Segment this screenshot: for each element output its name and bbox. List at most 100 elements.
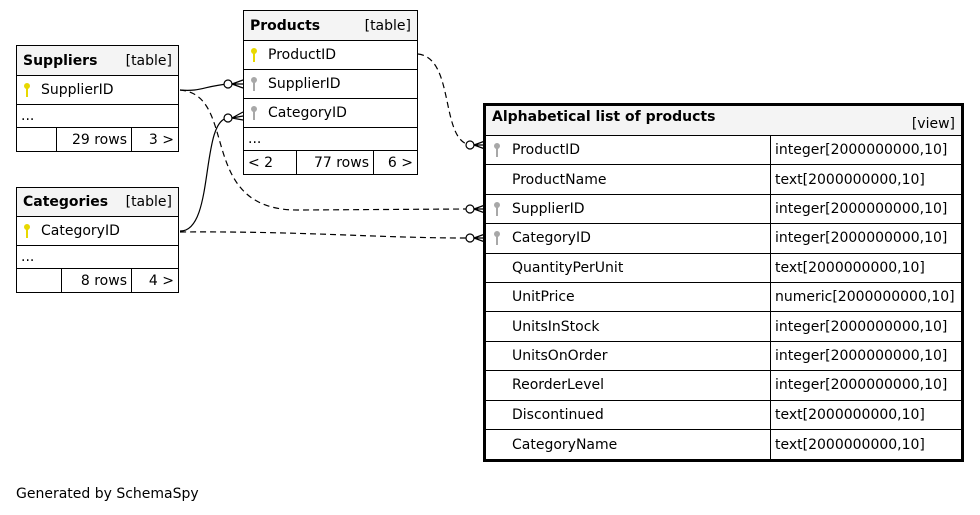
primary-key-icon bbox=[17, 223, 37, 239]
suppliers-footer: 29 rows 3 > bbox=[17, 128, 178, 151]
categories-header: Categories [table] bbox=[17, 188, 178, 217]
view-columns: ProductID integer[2000000000,10] ProductNa… bbox=[486, 136, 961, 460]
suppliers-more: ... bbox=[17, 105, 178, 128]
view-column-row[interactable]: CategoryID integer[2000000000,10] bbox=[486, 224, 961, 254]
view-column-name-cell: ReorderLevel bbox=[486, 371, 771, 400]
products-column-name: SupplierID bbox=[268, 76, 341, 92]
view-column-row[interactable]: UnitsInStock integer[2000000000,10] bbox=[486, 312, 961, 342]
categories-name: Categories bbox=[23, 194, 109, 210]
products-column-row[interactable]: CategoryID bbox=[244, 99, 417, 128]
link-categories-view bbox=[179, 231, 467, 239]
view-column-type: integer[2000000000,10] bbox=[775, 230, 948, 247]
foreign-key-icon bbox=[244, 76, 264, 92]
products-column-name: CategoryID bbox=[268, 105, 347, 121]
categories-column-row[interactable]: CategoryID bbox=[17, 217, 178, 246]
view-column-name: SupplierID bbox=[512, 200, 585, 217]
view-column-row[interactable]: ProductName text[2000000000,10] bbox=[486, 165, 961, 195]
categories-table[interactable]: Categories [table] CategoryID ... 8 rows… bbox=[16, 187, 179, 293]
categories-children[interactable]: 4 > bbox=[148, 272, 174, 289]
view-column-type: integer[2000000000,10] bbox=[775, 318, 948, 335]
view-column-row[interactable]: ReorderLevel integer[2000000000,10] bbox=[486, 371, 961, 401]
view-column-type: integer[2000000000,10] bbox=[775, 142, 948, 159]
view-column-type: text[2000000000,10] bbox=[775, 436, 925, 453]
products-parents[interactable]: < 2 bbox=[244, 151, 297, 174]
link-suppliers-view bbox=[179, 89, 467, 211]
view-column-name: ProductID bbox=[512, 142, 581, 159]
view-column-type: integer[2000000000,10] bbox=[775, 200, 948, 217]
suppliers-parents[interactable] bbox=[17, 128, 57, 151]
view-column-name: UnitPrice bbox=[512, 289, 575, 306]
suppliers-name: Suppliers bbox=[23, 52, 98, 69]
view-column-name-cell: ProductID bbox=[486, 136, 771, 165]
view-column-name: CategoryName bbox=[512, 436, 618, 453]
link-categories-products bbox=[179, 117, 229, 232]
view-column-type: text[2000000000,10] bbox=[775, 259, 925, 276]
primary-key-icon bbox=[244, 47, 264, 63]
products-name: Products bbox=[250, 17, 321, 34]
products-table[interactable]: Products [table] ProductID SupplierID Ca… bbox=[243, 10, 418, 175]
view-kind: [view] bbox=[911, 116, 955, 132]
categories-kind: [table] bbox=[125, 194, 172, 210]
view-column-name-cell: QuantityPerUnit bbox=[486, 253, 771, 282]
view-column-name-cell: CategoryID bbox=[486, 224, 771, 253]
view-column-name-cell: UnitsInStock bbox=[486, 312, 771, 341]
link-suppliers-products bbox=[179, 83, 229, 91]
categories-more: ... bbox=[17, 246, 178, 269]
view-column-name-cell: SupplierID bbox=[486, 194, 771, 224]
view-column-name: CategoryID bbox=[512, 230, 591, 247]
suppliers-row-count: 29 rows bbox=[57, 128, 132, 151]
view-column-name: Discontinued bbox=[512, 406, 604, 423]
view-column-name-cell: UnitsOnOrder bbox=[486, 341, 771, 371]
view-column-type: text[2000000000,10] bbox=[775, 406, 925, 423]
foreign-key-icon bbox=[486, 201, 508, 217]
primary-key-icon bbox=[17, 82, 37, 98]
products-header: Products [table] bbox=[244, 11, 417, 41]
categories-footer: 8 rows 4 > bbox=[17, 269, 178, 292]
view-column-row[interactable]: UnitPrice numeric[2000000000,10] bbox=[486, 282, 961, 313]
view-column-name: ReorderLevel bbox=[512, 377, 604, 394]
categories-column-name: CategoryID bbox=[41, 223, 120, 239]
view-column-type: numeric[2000000000,10] bbox=[775, 289, 955, 306]
categories-row-count: 8 rows bbox=[62, 269, 132, 292]
view-column-row[interactable]: UnitsOnOrder integer[2000000000,10] bbox=[486, 341, 961, 372]
view-column-row[interactable]: ProductID integer[2000000000,10] bbox=[486, 136, 961, 166]
suppliers-kind: [table] bbox=[125, 52, 172, 69]
view-column-row[interactable]: QuantityPerUnit text[2000000000,10] bbox=[486, 253, 961, 283]
products-column-row[interactable]: ProductID bbox=[244, 41, 417, 70]
suppliers-header: Suppliers [table] bbox=[17, 46, 178, 76]
suppliers-table[interactable]: Suppliers [table] SupplierID ... 29 rows… bbox=[16, 45, 179, 152]
products-column-row[interactable]: SupplierID bbox=[244, 70, 417, 99]
products-more: ... bbox=[244, 128, 417, 151]
view-column-row[interactable]: Discontinued text[2000000000,10] bbox=[486, 400, 961, 430]
view-column-name: UnitsInStock bbox=[512, 318, 600, 335]
view-header: Alphabetical list of products [view] bbox=[486, 106, 961, 136]
generated-by-footer: Generated by SchemaSpy bbox=[16, 486, 199, 502]
view-alphabetical-list[interactable]: Alphabetical list of products [view] Pro… bbox=[483, 103, 964, 463]
view-column-name-cell: UnitPrice bbox=[486, 282, 771, 312]
products-children[interactable]: 6 > bbox=[387, 154, 413, 171]
view-column-type: integer[2000000000,10] bbox=[775, 377, 948, 394]
view-column-type: integer[2000000000,10] bbox=[775, 347, 948, 364]
view-column-name-cell: ProductName bbox=[486, 165, 771, 194]
suppliers-column-name: SupplierID bbox=[41, 82, 114, 98]
view-column-name: UnitsOnOrder bbox=[512, 347, 608, 364]
view-name: Alphabetical list of products bbox=[492, 109, 716, 125]
view-column-name-cell: Discontinued bbox=[486, 400, 771, 429]
view-column-name: QuantityPerUnit bbox=[512, 259, 624, 276]
suppliers-column-row[interactable]: SupplierID bbox=[17, 76, 178, 105]
view-column-type: text[2000000000,10] bbox=[775, 171, 925, 188]
view-column-row[interactable]: SupplierID integer[2000000000,10] bbox=[486, 194, 961, 225]
products-footer: < 2 77 rows 6 > bbox=[244, 151, 417, 174]
products-kind: [table] bbox=[364, 17, 411, 34]
view-column-name-cell: CategoryName bbox=[486, 429, 771, 460]
suppliers-children[interactable]: 3 > bbox=[148, 131, 174, 148]
foreign-key-icon bbox=[244, 105, 264, 121]
products-column-name: ProductID bbox=[268, 47, 337, 63]
products-row-count: 77 rows bbox=[297, 151, 374, 174]
categories-parents[interactable] bbox=[17, 269, 62, 292]
view-column-row[interactable]: CategoryName text[2000000000,10] bbox=[486, 429, 961, 460]
foreign-key-icon bbox=[486, 142, 508, 158]
link-products-view bbox=[417, 53, 471, 146]
view-column-name: ProductName bbox=[512, 171, 607, 188]
